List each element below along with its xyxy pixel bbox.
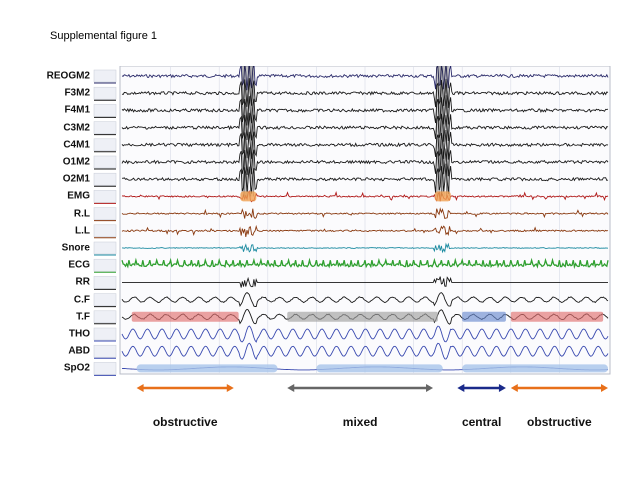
event-arrow-head: [426, 384, 434, 392]
channel-scale-box: [93, 207, 117, 220]
arousal-burst: [246, 66, 248, 197]
channel-scale-box: [93, 155, 117, 169]
event-label-central: central: [461, 415, 502, 429]
arousal-burst: [447, 66, 450, 197]
channel-label-snore: Snore: [61, 242, 90, 254]
arousal-burst: [244, 66, 247, 197]
spo2-band: [462, 364, 608, 373]
channel-label-l-l: L.L: [75, 225, 90, 237]
arousal-burst: [241, 66, 244, 197]
channel-label-f4m1: F4M1: [64, 104, 90, 116]
channel-label-emg: EMG: [67, 190, 90, 202]
arousal-burst: [440, 66, 443, 197]
arousal-burst: [250, 66, 253, 197]
channel-label-c4m1: C4M1: [63, 139, 90, 151]
channel-scale-box: [93, 69, 117, 83]
arousal-burst: [441, 66, 444, 197]
arousal-burst: [436, 66, 439, 197]
trace-o1m2: [121, 147, 609, 177]
trace-f3m2: [121, 78, 609, 108]
trace-c-f: [121, 292, 609, 307]
channel-label-t-f: T.F: [76, 311, 90, 323]
trace-abd: [121, 342, 609, 361]
trace-l-l: [121, 224, 609, 237]
channel-label-f3m2: F3M2: [64, 87, 90, 99]
arousal-burst: [241, 66, 244, 197]
channel-label-o1m2: O1M2: [62, 156, 90, 168]
channel-scale-box: [93, 138, 117, 152]
event-arrow-head: [498, 384, 506, 392]
arousal-burst: [442, 66, 445, 197]
psg-trace-panel: [93, 66, 611, 376]
channel-scale-box: [93, 121, 117, 134]
event-label-obstructive: obstructive: [152, 415, 218, 429]
arousal-burst: [243, 66, 246, 197]
event-highlight: [462, 311, 506, 322]
event-arrow-head: [226, 384, 234, 392]
trace-r-l: [121, 207, 609, 220]
event-highlight: [510, 311, 604, 322]
trace-snore: [122, 242, 609, 254]
channel-label-r-l: R.L: [73, 208, 90, 220]
channel-label-tho: THO: [68, 328, 90, 340]
trace-emg: [121, 190, 609, 203]
channel-label-reogm2: REOGM2: [46, 70, 90, 82]
channel-label-rr: RR: [75, 276, 90, 288]
channel-label-c3m2: C3M2: [63, 122, 90, 134]
trace-o2m1: [121, 163, 609, 194]
figure-title: Supplemental figure 1: [50, 30, 158, 42]
event-arrow-head: [136, 384, 144, 392]
channel-scale-box: [93, 86, 117, 100]
channel-scale-box: [93, 104, 117, 117]
channel-scale-box: [93, 258, 117, 272]
channel-label-abd: ABD: [68, 345, 90, 357]
channel-scale-box: [93, 276, 117, 289]
trace-ecg: [121, 257, 609, 270]
event-label-obstructive: obstructive: [527, 415, 592, 429]
trace-c3m2: [121, 112, 609, 142]
channel-label-c-f: C.F: [73, 294, 90, 306]
spo2-band: [136, 364, 278, 373]
channel-scale-box: [93, 327, 117, 341]
trace-c4m1: [121, 129, 609, 160]
channel-scale-box: [93, 241, 117, 255]
channel-scale-box: [93, 344, 117, 358]
channel-scale-box: [93, 293, 117, 306]
trace-tho: [121, 325, 609, 343]
channel-scale-box: [93, 172, 117, 186]
event-arrow-head: [457, 384, 465, 392]
channel-label-ecg: ECG: [68, 259, 90, 271]
trace-f4m1: [121, 95, 609, 126]
arousal-marker: [240, 191, 257, 202]
channel-scale-box: [93, 224, 117, 238]
trace-rr: [122, 276, 608, 288]
arousal-burst: [435, 66, 438, 197]
event-arrows: [136, 384, 608, 392]
arousal-marker: [434, 191, 451, 202]
event-arrow-head: [287, 384, 295, 392]
channel-scale-box: [93, 362, 117, 375]
trace-reogm2: [121, 66, 609, 91]
event-highlight: [287, 311, 438, 322]
spo2-band: [316, 364, 443, 373]
event-label-mixed: mixed: [342, 415, 378, 429]
event-highlight: [131, 311, 239, 322]
arousal-burst: [447, 66, 450, 197]
channel-label-spo2: SpO2: [63, 362, 90, 374]
channel-label-o2m1: O2M1: [62, 173, 90, 185]
channel-scale-box: [93, 310, 117, 324]
channel-scale-box: [93, 190, 117, 203]
arousal-burst: [247, 66, 250, 197]
event-arrow-head: [601, 384, 608, 392]
event-arrow-head: [510, 384, 518, 392]
